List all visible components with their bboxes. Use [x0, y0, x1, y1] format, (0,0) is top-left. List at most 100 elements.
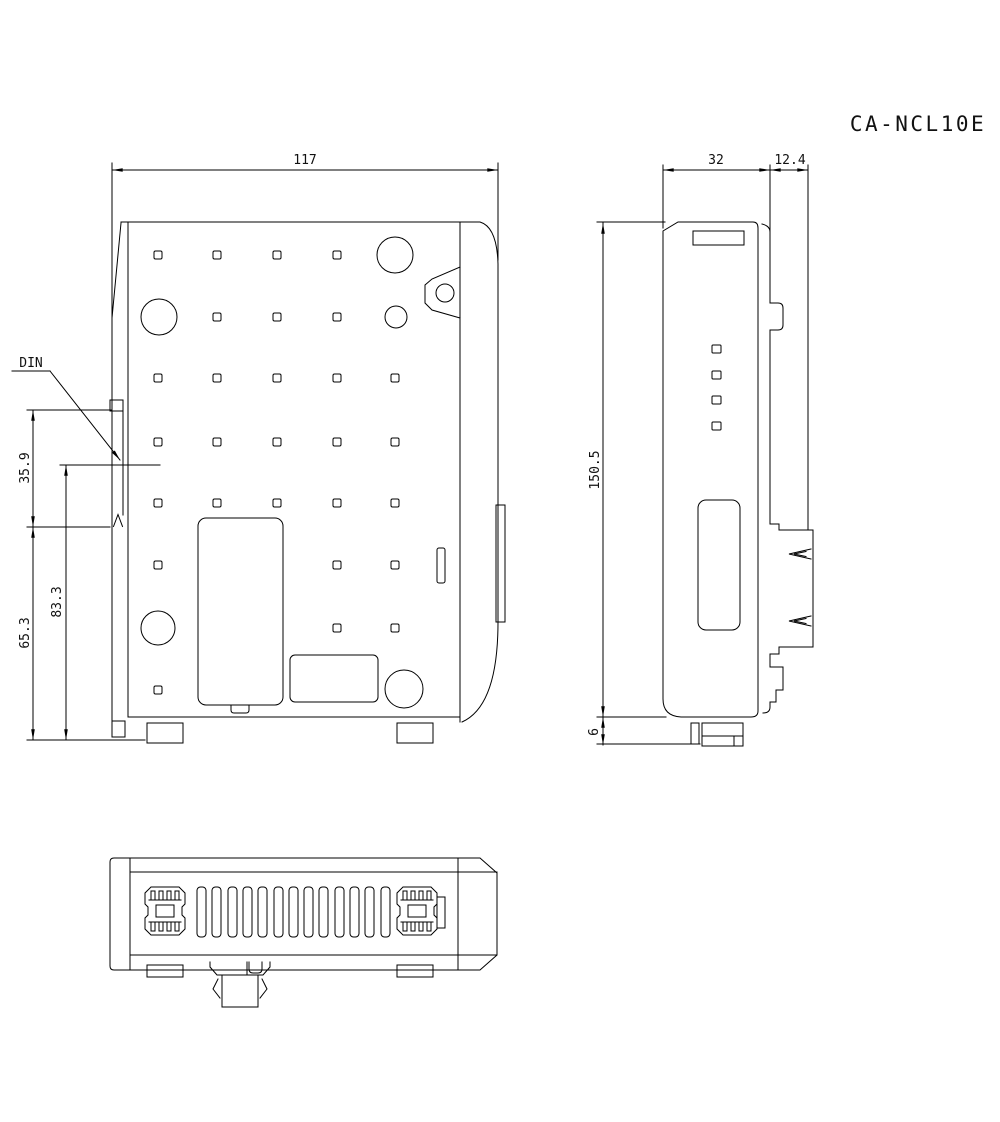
vent-slot	[227, 886, 238, 938]
bracket-hole	[435, 283, 455, 303]
led-indicators	[711, 344, 722, 431]
front-face-outline	[127, 221, 461, 723]
square-hole	[272, 312, 282, 322]
led	[711, 370, 722, 380]
round-hole	[384, 669, 424, 709]
square-hole	[332, 250, 342, 260]
led	[711, 395, 722, 405]
vent-slot	[196, 886, 207, 938]
round-hole	[384, 305, 408, 329]
vent-slot	[364, 886, 375, 938]
din-latch-detail	[701, 735, 744, 747]
label-window	[692, 230, 745, 246]
round-hole	[140, 298, 178, 336]
square-hole	[272, 373, 282, 383]
bottom-view	[109, 857, 498, 1008]
din-clip	[209, 961, 271, 1008]
rear-plate	[761, 223, 814, 714]
square-hole	[332, 623, 342, 633]
square-hole	[390, 373, 400, 383]
vent-slots	[196, 886, 391, 938]
vent-slot	[349, 886, 360, 938]
din-hook-bottom	[112, 513, 124, 528]
dim-foot-label: 6	[587, 728, 602, 736]
large-holes	[140, 236, 424, 709]
vent-slot	[257, 886, 268, 938]
square-hole	[332, 560, 342, 570]
square-hole	[153, 373, 163, 383]
vent-slot	[318, 886, 329, 938]
bottom-inner-edges	[129, 857, 498, 971]
front-view: 117 35.9 65.3 83.3 DIN	[11, 153, 506, 744]
front-outer-shell	[120, 221, 499, 723]
led	[711, 344, 722, 354]
fiber-connector-left	[144, 886, 186, 936]
front-dimensions: 117 35.9 65.3 83.3 DIN	[11, 153, 499, 741]
edge-protrusion	[495, 504, 506, 623]
cover-tab	[230, 704, 250, 714]
square-hole	[390, 498, 400, 508]
square-hole	[212, 437, 222, 447]
vent-slot	[211, 886, 222, 938]
din-clip-flange	[209, 961, 271, 976]
bottom-outline	[109, 857, 498, 971]
connector-contact	[788, 615, 812, 627]
vent-slot	[273, 886, 284, 938]
square-hole-grid	[153, 250, 400, 695]
vent-slot	[334, 886, 345, 938]
foot-tab	[396, 964, 434, 978]
fiber-connector-right	[396, 886, 438, 936]
side-slot	[436, 547, 446, 584]
mounting-bracket	[424, 266, 461, 319]
foot-profile	[690, 722, 700, 745]
vent-slot	[242, 886, 253, 938]
dim-notch-to-base-label: 65.3	[18, 617, 33, 648]
foot	[146, 722, 184, 744]
square-hole	[332, 437, 342, 447]
round-hole	[140, 610, 176, 646]
dim-depth-label: 32	[708, 153, 724, 168]
label-recess	[289, 654, 379, 703]
din-latch-profile	[701, 722, 744, 747]
drawing-title: CA-NCL10E	[850, 112, 986, 136]
foot	[396, 722, 434, 744]
din-clip-spring	[259, 978, 268, 999]
square-hole	[212, 373, 222, 383]
square-hole	[272, 437, 282, 447]
square-hole	[153, 437, 163, 447]
connector-side-slot	[436, 896, 446, 929]
vent-slot	[303, 886, 314, 938]
din-leader-line	[49, 370, 121, 461]
dim-height-label: 150.5	[588, 450, 603, 489]
square-hole	[153, 685, 163, 695]
din-clip-slider	[221, 974, 259, 1008]
square-hole	[272, 250, 282, 260]
dim-center-to-base-label: 83.3	[50, 586, 65, 617]
square-hole	[390, 437, 400, 447]
vent-slot	[380, 886, 391, 938]
side-connector-cover	[697, 499, 741, 631]
access-cover	[197, 517, 284, 706]
dim-width-label: 117	[293, 153, 316, 168]
square-hole	[153, 560, 163, 570]
square-hole	[390, 623, 400, 633]
extension-lines	[26, 162, 499, 741]
din-clip-spring	[212, 978, 221, 999]
square-hole	[153, 498, 163, 508]
extension-lines	[596, 164, 809, 745]
square-hole	[212, 250, 222, 260]
dim-din-notch-label: 35.9	[18, 452, 33, 483]
din-label: DIN	[19, 356, 42, 371]
led	[711, 421, 722, 431]
side-body-outline	[662, 221, 759, 718]
square-hole	[153, 250, 163, 260]
dim-connector-depth-label: 12.4	[774, 153, 805, 168]
side-view: 150.5 6 32 12.4	[587, 153, 814, 747]
foot-tab	[146, 964, 184, 978]
square-hole	[212, 312, 222, 322]
square-hole	[390, 560, 400, 570]
square-hole	[332, 312, 342, 322]
side-dimensions: 150.5 6 32 12.4	[587, 153, 809, 746]
